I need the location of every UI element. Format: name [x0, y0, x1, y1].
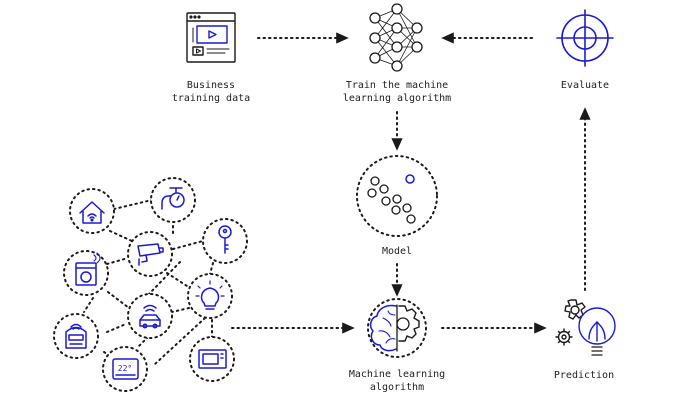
flow-arrows: [231, 32, 591, 334]
gear-icon: [555, 299, 586, 346]
device-network-links: [83, 199, 214, 365]
browser-window-icon: [186, 12, 236, 63]
thermostat-icon: [112, 358, 139, 380]
label-model: Model: [381, 246, 413, 257]
neural-network-icon: [369, 3, 423, 72]
brain-gear-icon: [367, 298, 427, 358]
device-circles: [53, 177, 248, 392]
microwave-icon: [198, 349, 227, 369]
label-evaluate: Evaluate: [560, 80, 610, 91]
key-icon: [218, 225, 232, 254]
label-business-training-data: Business training data: [171, 80, 251, 104]
label-ml-algorithm: Machine learning algorithm: [348, 369, 446, 393]
thermostat-readout: 22°: [118, 364, 132, 373]
security-camera-icon: [137, 243, 164, 266]
faucet-meter-icon: [161, 187, 185, 210]
cluster-dots-icon: [356, 155, 438, 237]
label-prediction: Prediction: [553, 370, 615, 381]
house-wifi-icon: [79, 201, 105, 224]
crosshair-target-icon: [556, 9, 614, 67]
gears-lightbulb-icon: [555, 299, 616, 356]
smart-meter-icon: [65, 323, 87, 349]
label-train-algorithm: Train the machine learning algorithm: [342, 80, 452, 104]
car-wifi-icon: [139, 304, 161, 329]
bulb-device-icon: [195, 280, 225, 310]
washing-machine-icon: [75, 252, 101, 286]
lightbulb-icon: [578, 307, 616, 345]
